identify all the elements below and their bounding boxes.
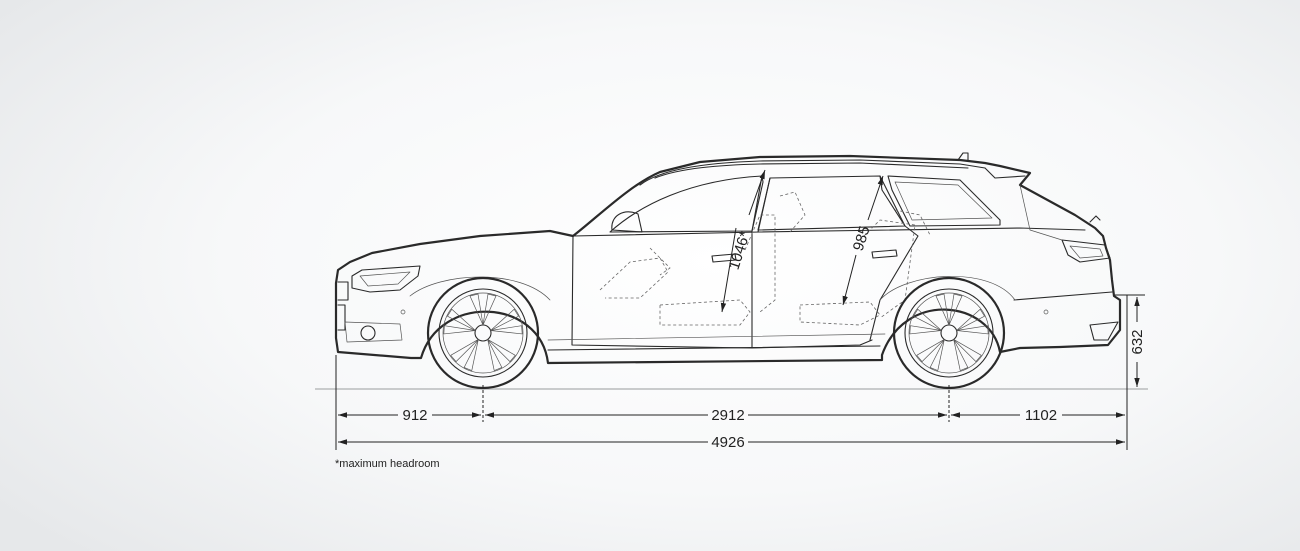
car-outline xyxy=(334,152,1122,365)
dimension-overall-length: 4926 xyxy=(338,434,1125,451)
front-overhang-label: 912 xyxy=(402,407,427,424)
interior-seats-dashed xyxy=(599,191,931,326)
wheelbase-label: 2912 xyxy=(711,407,744,424)
dimension-load-sill-height: 632 xyxy=(1129,297,1146,387)
front-wheel xyxy=(426,276,540,390)
footnote: *maximum headroom xyxy=(335,458,440,470)
dimension-extension-lines xyxy=(335,294,1145,450)
dimension-wheelbase: 2912 xyxy=(485,407,947,424)
dimension-front-headroom: 1046* xyxy=(720,169,766,313)
dimension-rear-headroom: 985 xyxy=(842,175,884,306)
dimension-rear-overhang: 1102 xyxy=(951,407,1125,424)
rear-headroom-label: 985 xyxy=(850,224,874,253)
load-sill-height-label: 632 xyxy=(1129,329,1146,354)
dimension-front-overhang: 912 xyxy=(338,407,481,424)
front-headroom-label: 1046* xyxy=(726,229,754,272)
overall-length-label: 4926 xyxy=(711,434,744,451)
rear-overhang-label: 1102 xyxy=(1025,407,1057,424)
rear-wheel xyxy=(892,276,1006,390)
